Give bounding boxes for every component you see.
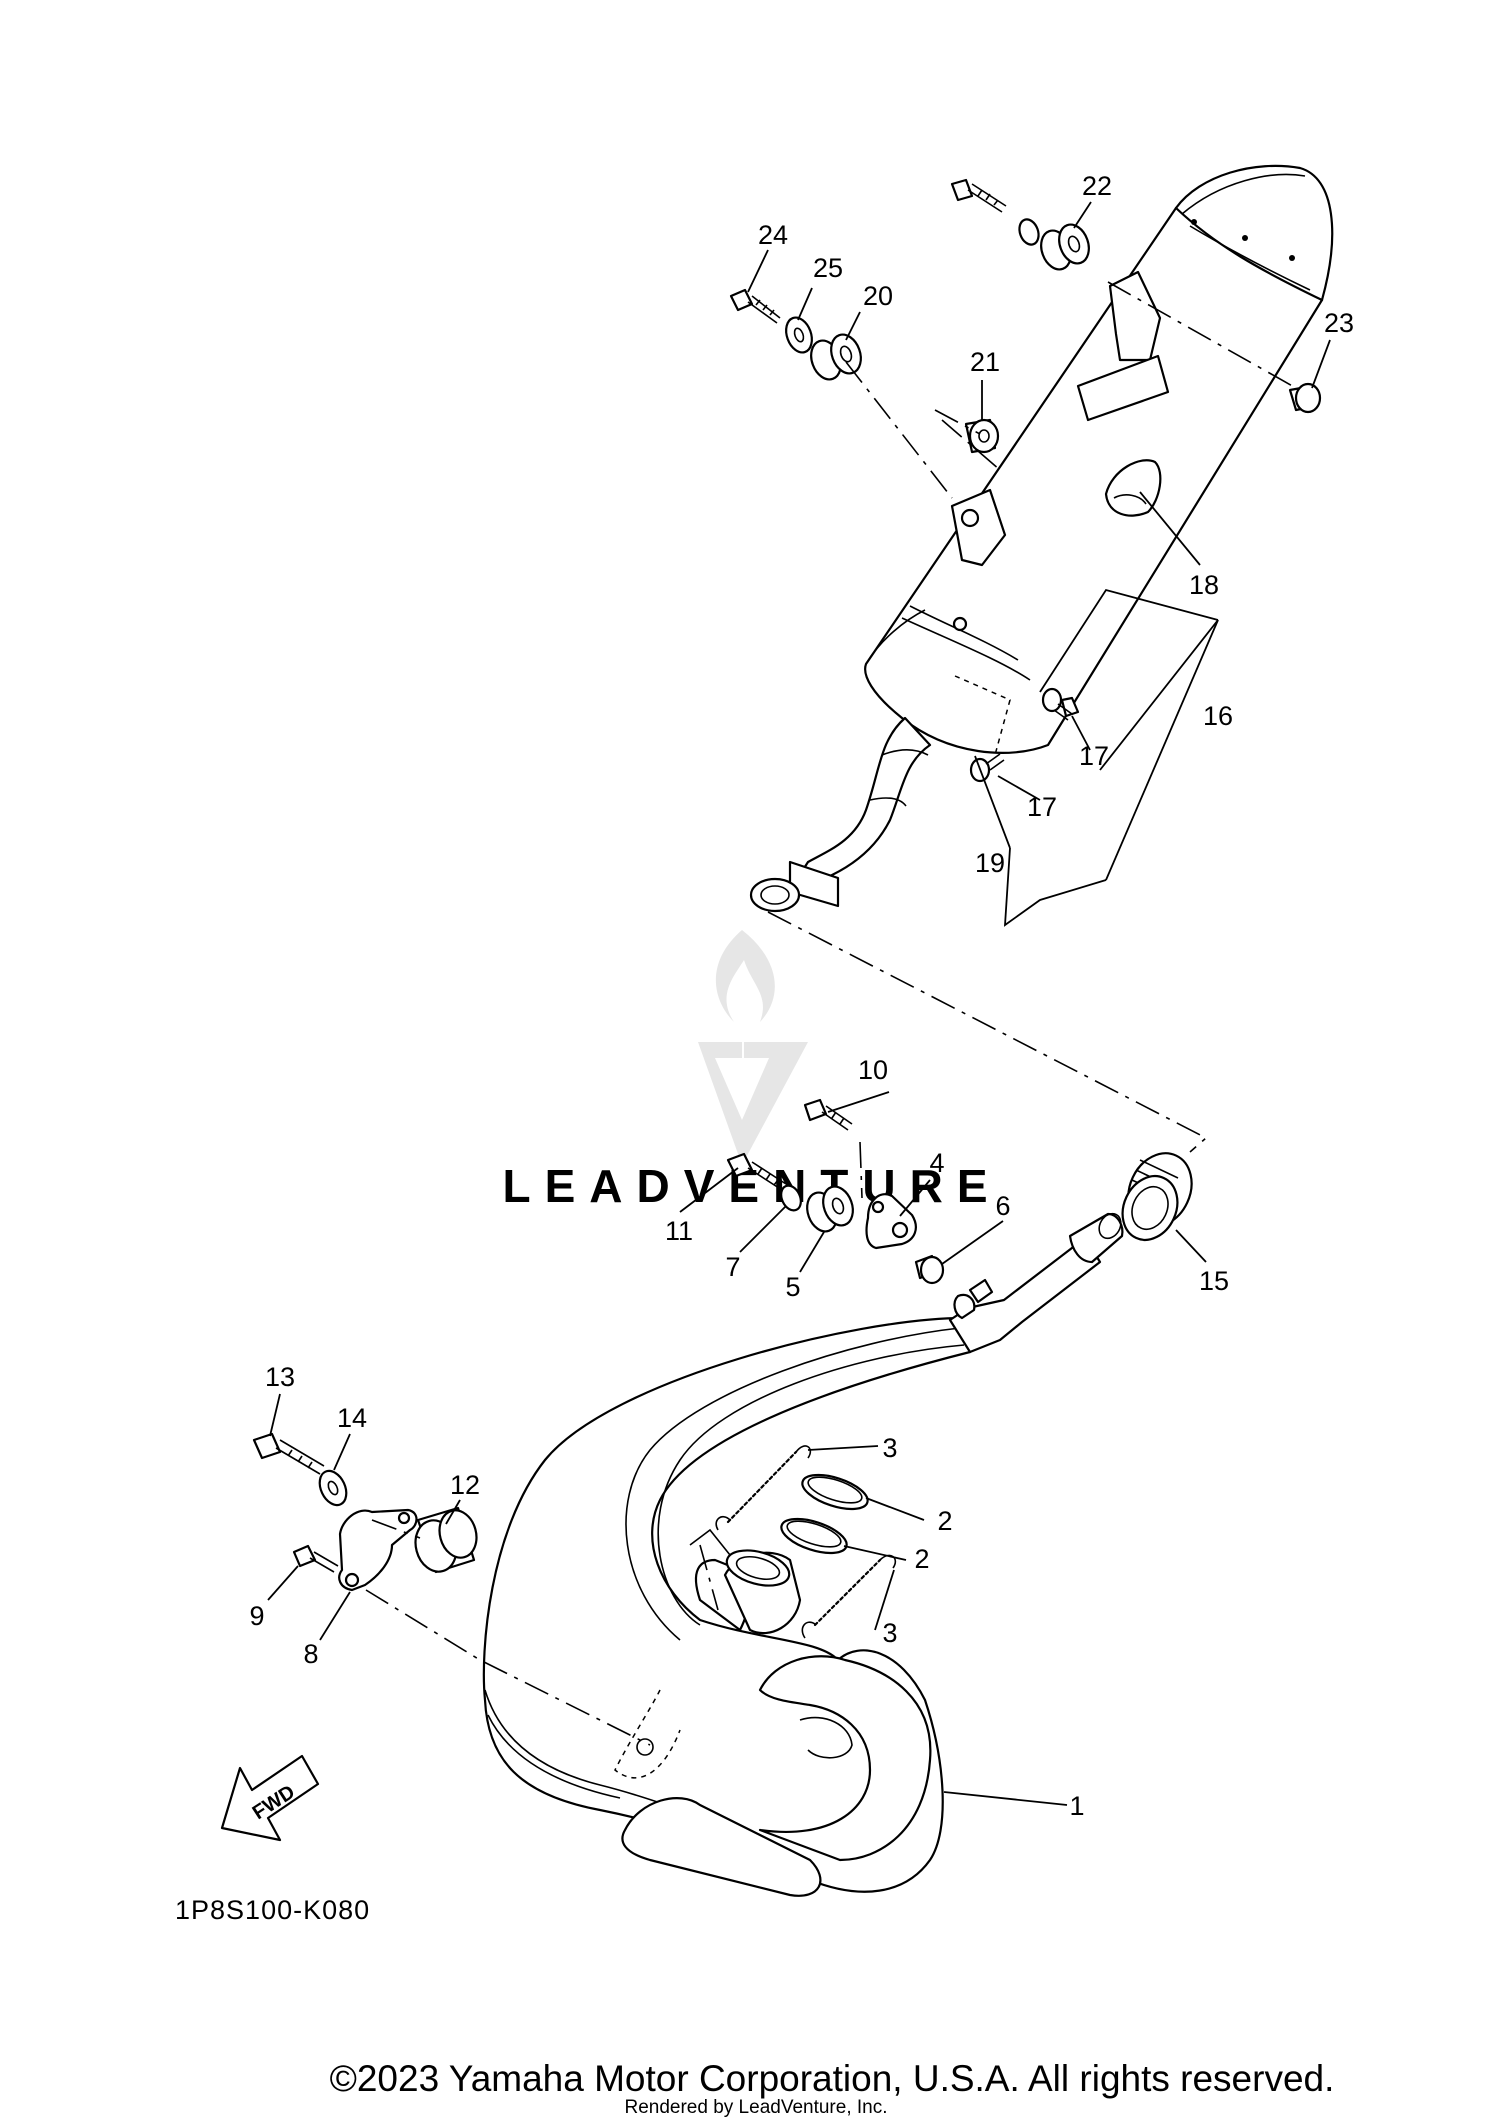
grommet-5 bbox=[806, 1185, 854, 1233]
callout-4: 4 bbox=[929, 1148, 944, 1178]
chamber-neck bbox=[948, 1236, 1102, 1354]
grommet-22 bbox=[1040, 223, 1090, 271]
rendered-by-notice: Rendered by LeadVenture, Inc. bbox=[624, 2097, 887, 2118]
callout-15: 15 bbox=[1199, 1266, 1229, 1296]
callout-22: 22 bbox=[1082, 171, 1112, 201]
joint-hardware bbox=[689, 1445, 897, 1639]
washer-25 bbox=[785, 316, 813, 354]
mount-hardware bbox=[726, 1098, 945, 1285]
collar-21 bbox=[964, 418, 1000, 454]
ring-2-lower bbox=[780, 1517, 848, 1555]
callout-17-upper: 17 bbox=[1079, 741, 1109, 771]
callout-23: 23 bbox=[1324, 308, 1354, 338]
callout-21: 21 bbox=[970, 347, 1000, 377]
callout-25: 25 bbox=[813, 253, 843, 283]
leader-lines bbox=[267, 201, 1331, 1806]
front-stay-hardware bbox=[252, 1432, 478, 1592]
joint-15 bbox=[1121, 1152, 1193, 1241]
leadventure-v-logo-icon bbox=[698, 1042, 808, 1165]
washer-22 bbox=[1018, 218, 1040, 246]
callout-13: 13 bbox=[265, 1362, 295, 1392]
grommet-20 bbox=[810, 333, 862, 381]
spring-3-lower bbox=[801, 1554, 897, 1639]
muffler-hardware bbox=[729, 178, 1322, 783]
muffler-body bbox=[864, 206, 1324, 754]
exhaust-chamber-1 bbox=[482, 1212, 1124, 1897]
callout-16: 16 bbox=[1203, 701, 1233, 731]
callout-10: 10 bbox=[858, 1055, 888, 1085]
chamber-body bbox=[482, 1316, 972, 1893]
assembly-lines bbox=[365, 281, 1297, 1746]
bolt-9 bbox=[292, 1544, 317, 1568]
washer-7 bbox=[780, 1184, 802, 1212]
leadventure-flame-logo-icon bbox=[715, 930, 775, 1022]
callout-11: 11 bbox=[665, 1216, 693, 1246]
callouts: 1 2 2 3 3 4 5 6 7 8 9 10 11 12 13 14 15 … bbox=[249, 171, 1354, 1821]
spring-3-upper bbox=[715, 1445, 812, 1531]
callout-5: 5 bbox=[785, 1272, 800, 1302]
fwd-arrow-icon bbox=[220, 1754, 320, 1842]
diagram-code: 1P8S100-K080 bbox=[175, 1895, 370, 1925]
washer-14 bbox=[318, 1469, 348, 1507]
callout-12: 12 bbox=[450, 1470, 480, 1500]
bolt-24 bbox=[729, 288, 754, 312]
bolt-10 bbox=[803, 1098, 828, 1122]
callout-8: 8 bbox=[303, 1639, 318, 1669]
screw-17-upper bbox=[1041, 687, 1073, 721]
callout-18: 18 bbox=[1189, 570, 1219, 600]
label-plate-18 bbox=[1104, 459, 1162, 517]
callout-24: 24 bbox=[758, 220, 788, 250]
callout-3-upper: 3 bbox=[882, 1433, 897, 1463]
muffler-end-cap bbox=[1174, 164, 1334, 302]
callout-1: 1 bbox=[1069, 1791, 1084, 1821]
muffler-lower-bracket bbox=[950, 488, 1007, 567]
callout-19: 19 bbox=[975, 848, 1005, 878]
bolt-13 bbox=[252, 1432, 282, 1460]
stay-8 bbox=[338, 1508, 418, 1592]
collar-6 bbox=[914, 1254, 945, 1285]
callout-9: 9 bbox=[249, 1601, 264, 1631]
callout-2-lower: 2 bbox=[914, 1544, 929, 1574]
callout-6: 6 bbox=[995, 1191, 1010, 1221]
muffler-assembly bbox=[749, 164, 1334, 913]
callout-20: 20 bbox=[863, 281, 893, 311]
muffler-inlet-pipe bbox=[788, 716, 932, 892]
collar-12 bbox=[414, 1506, 478, 1574]
copyright-notice: ©2023 Yamaha Motor Corporation, U.S.A. A… bbox=[330, 2058, 1335, 2099]
callout-14: 14 bbox=[337, 1403, 367, 1433]
callout-3-lower: 3 bbox=[882, 1618, 897, 1648]
forward-direction-arrow: FWD bbox=[220, 1754, 320, 1842]
callout-7: 7 bbox=[725, 1252, 740, 1282]
ring-2-upper bbox=[801, 1473, 869, 1511]
bolt-22 bbox=[950, 178, 974, 202]
callout-2-upper: 2 bbox=[937, 1506, 952, 1536]
callout-17-lower: 17 bbox=[1027, 792, 1057, 822]
